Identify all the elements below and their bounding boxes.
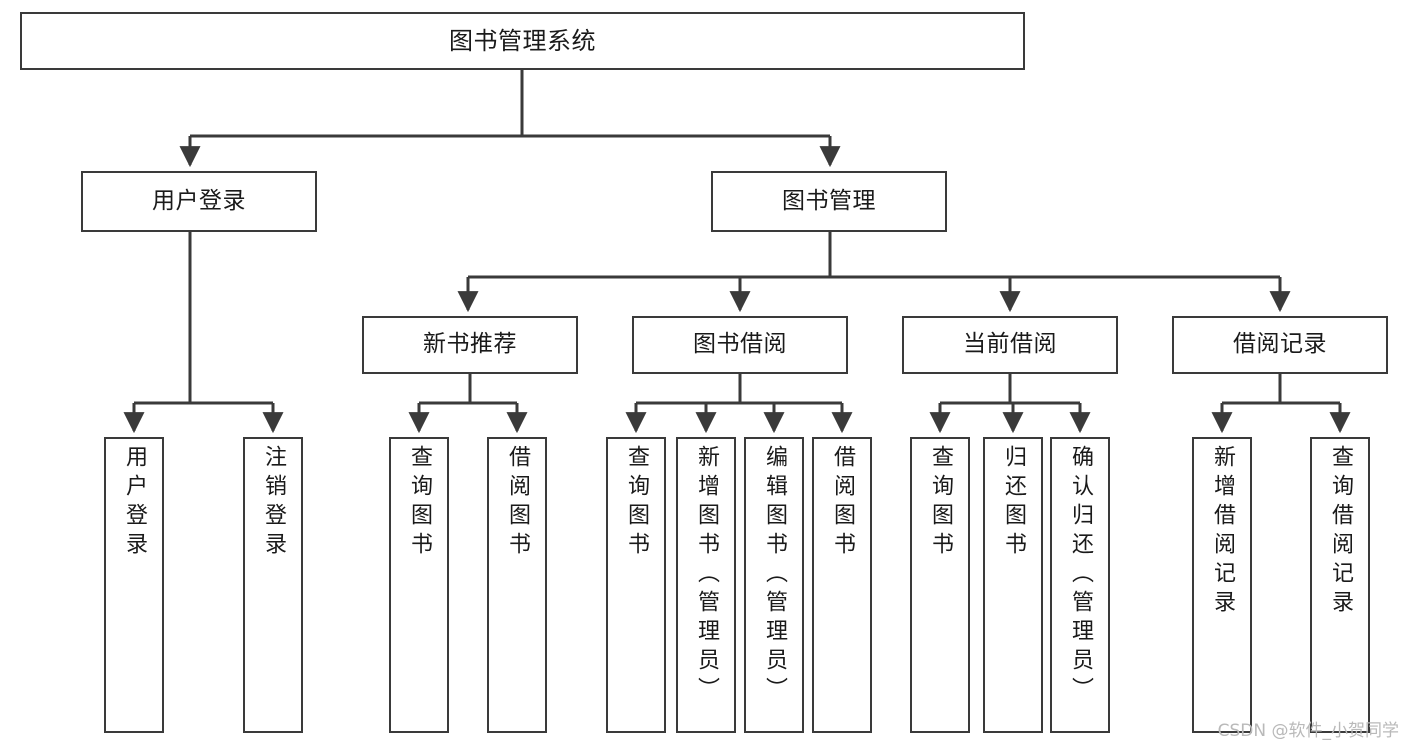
node-label: 编辑图书（管理员） <box>762 445 787 706</box>
node-new-book-rec[interactable]: 新书推荐 <box>362 316 578 374</box>
leaf-query-record[interactable]: 查询借阅记录 <box>1310 437 1370 733</box>
node-label: 查询借阅记录 <box>1328 445 1353 619</box>
node-borrow-record[interactable]: 借阅记录 <box>1172 316 1388 374</box>
leaf-logout[interactable]: 注销登录 <box>243 437 303 733</box>
leaf-user-login[interactable]: 用户登录 <box>104 437 164 733</box>
node-label: 用户登录 <box>152 187 246 214</box>
node-book-manage[interactable]: 图书管理 <box>711 171 947 232</box>
node-label: 新增图书（管理员） <box>694 445 719 706</box>
node-label: 图书借阅 <box>693 331 787 358</box>
node-label: 确认归还（管理员） <box>1068 445 1093 706</box>
leaf-add-book[interactable]: 新增图书（管理员） <box>676 437 736 733</box>
node-label: 查询图书 <box>407 445 432 561</box>
leaf-query-book-3[interactable]: 查询图书 <box>910 437 970 733</box>
leaf-query-book-1[interactable]: 查询图书 <box>389 437 449 733</box>
node-user-login[interactable]: 用户登录 <box>81 171 317 232</box>
leaf-borrow-book-2[interactable]: 借阅图书 <box>812 437 872 733</box>
leaf-confirm-return[interactable]: 确认归还（管理员） <box>1050 437 1110 733</box>
node-label: 当前借阅 <box>963 331 1057 358</box>
node-label: 查询图书 <box>928 445 953 561</box>
leaf-query-book-2[interactable]: 查询图书 <box>606 437 666 733</box>
leaf-edit-book[interactable]: 编辑图书（管理员） <box>744 437 804 733</box>
leaf-return-book[interactable]: 归还图书 <box>983 437 1043 733</box>
node-label: 借阅记录 <box>1233 331 1327 358</box>
node-book-borrow[interactable]: 图书借阅 <box>632 316 848 374</box>
node-label: 图书管理 <box>782 187 876 214</box>
leaf-borrow-book-1[interactable]: 借阅图书 <box>487 437 547 733</box>
node-root-system[interactable]: 图书管理系统 <box>20 12 1025 70</box>
node-label: 新增借阅记录 <box>1210 445 1235 619</box>
watermark-text: CSDN @软件_小贺同学 <box>1217 721 1399 741</box>
node-label: 借阅图书 <box>505 445 530 561</box>
node-label: 新书推荐 <box>423 331 517 358</box>
node-label: 借阅图书 <box>830 445 855 561</box>
node-label: 归还图书 <box>1001 445 1026 561</box>
leaf-add-record[interactable]: 新增借阅记录 <box>1192 437 1252 733</box>
node-label: 用户登录 <box>122 445 147 561</box>
node-label: 图书管理系统 <box>449 26 596 55</box>
node-current-borrow[interactable]: 当前借阅 <box>902 316 1118 374</box>
node-label: 注销登录 <box>261 445 286 561</box>
node-label: 查询图书 <box>624 445 649 561</box>
